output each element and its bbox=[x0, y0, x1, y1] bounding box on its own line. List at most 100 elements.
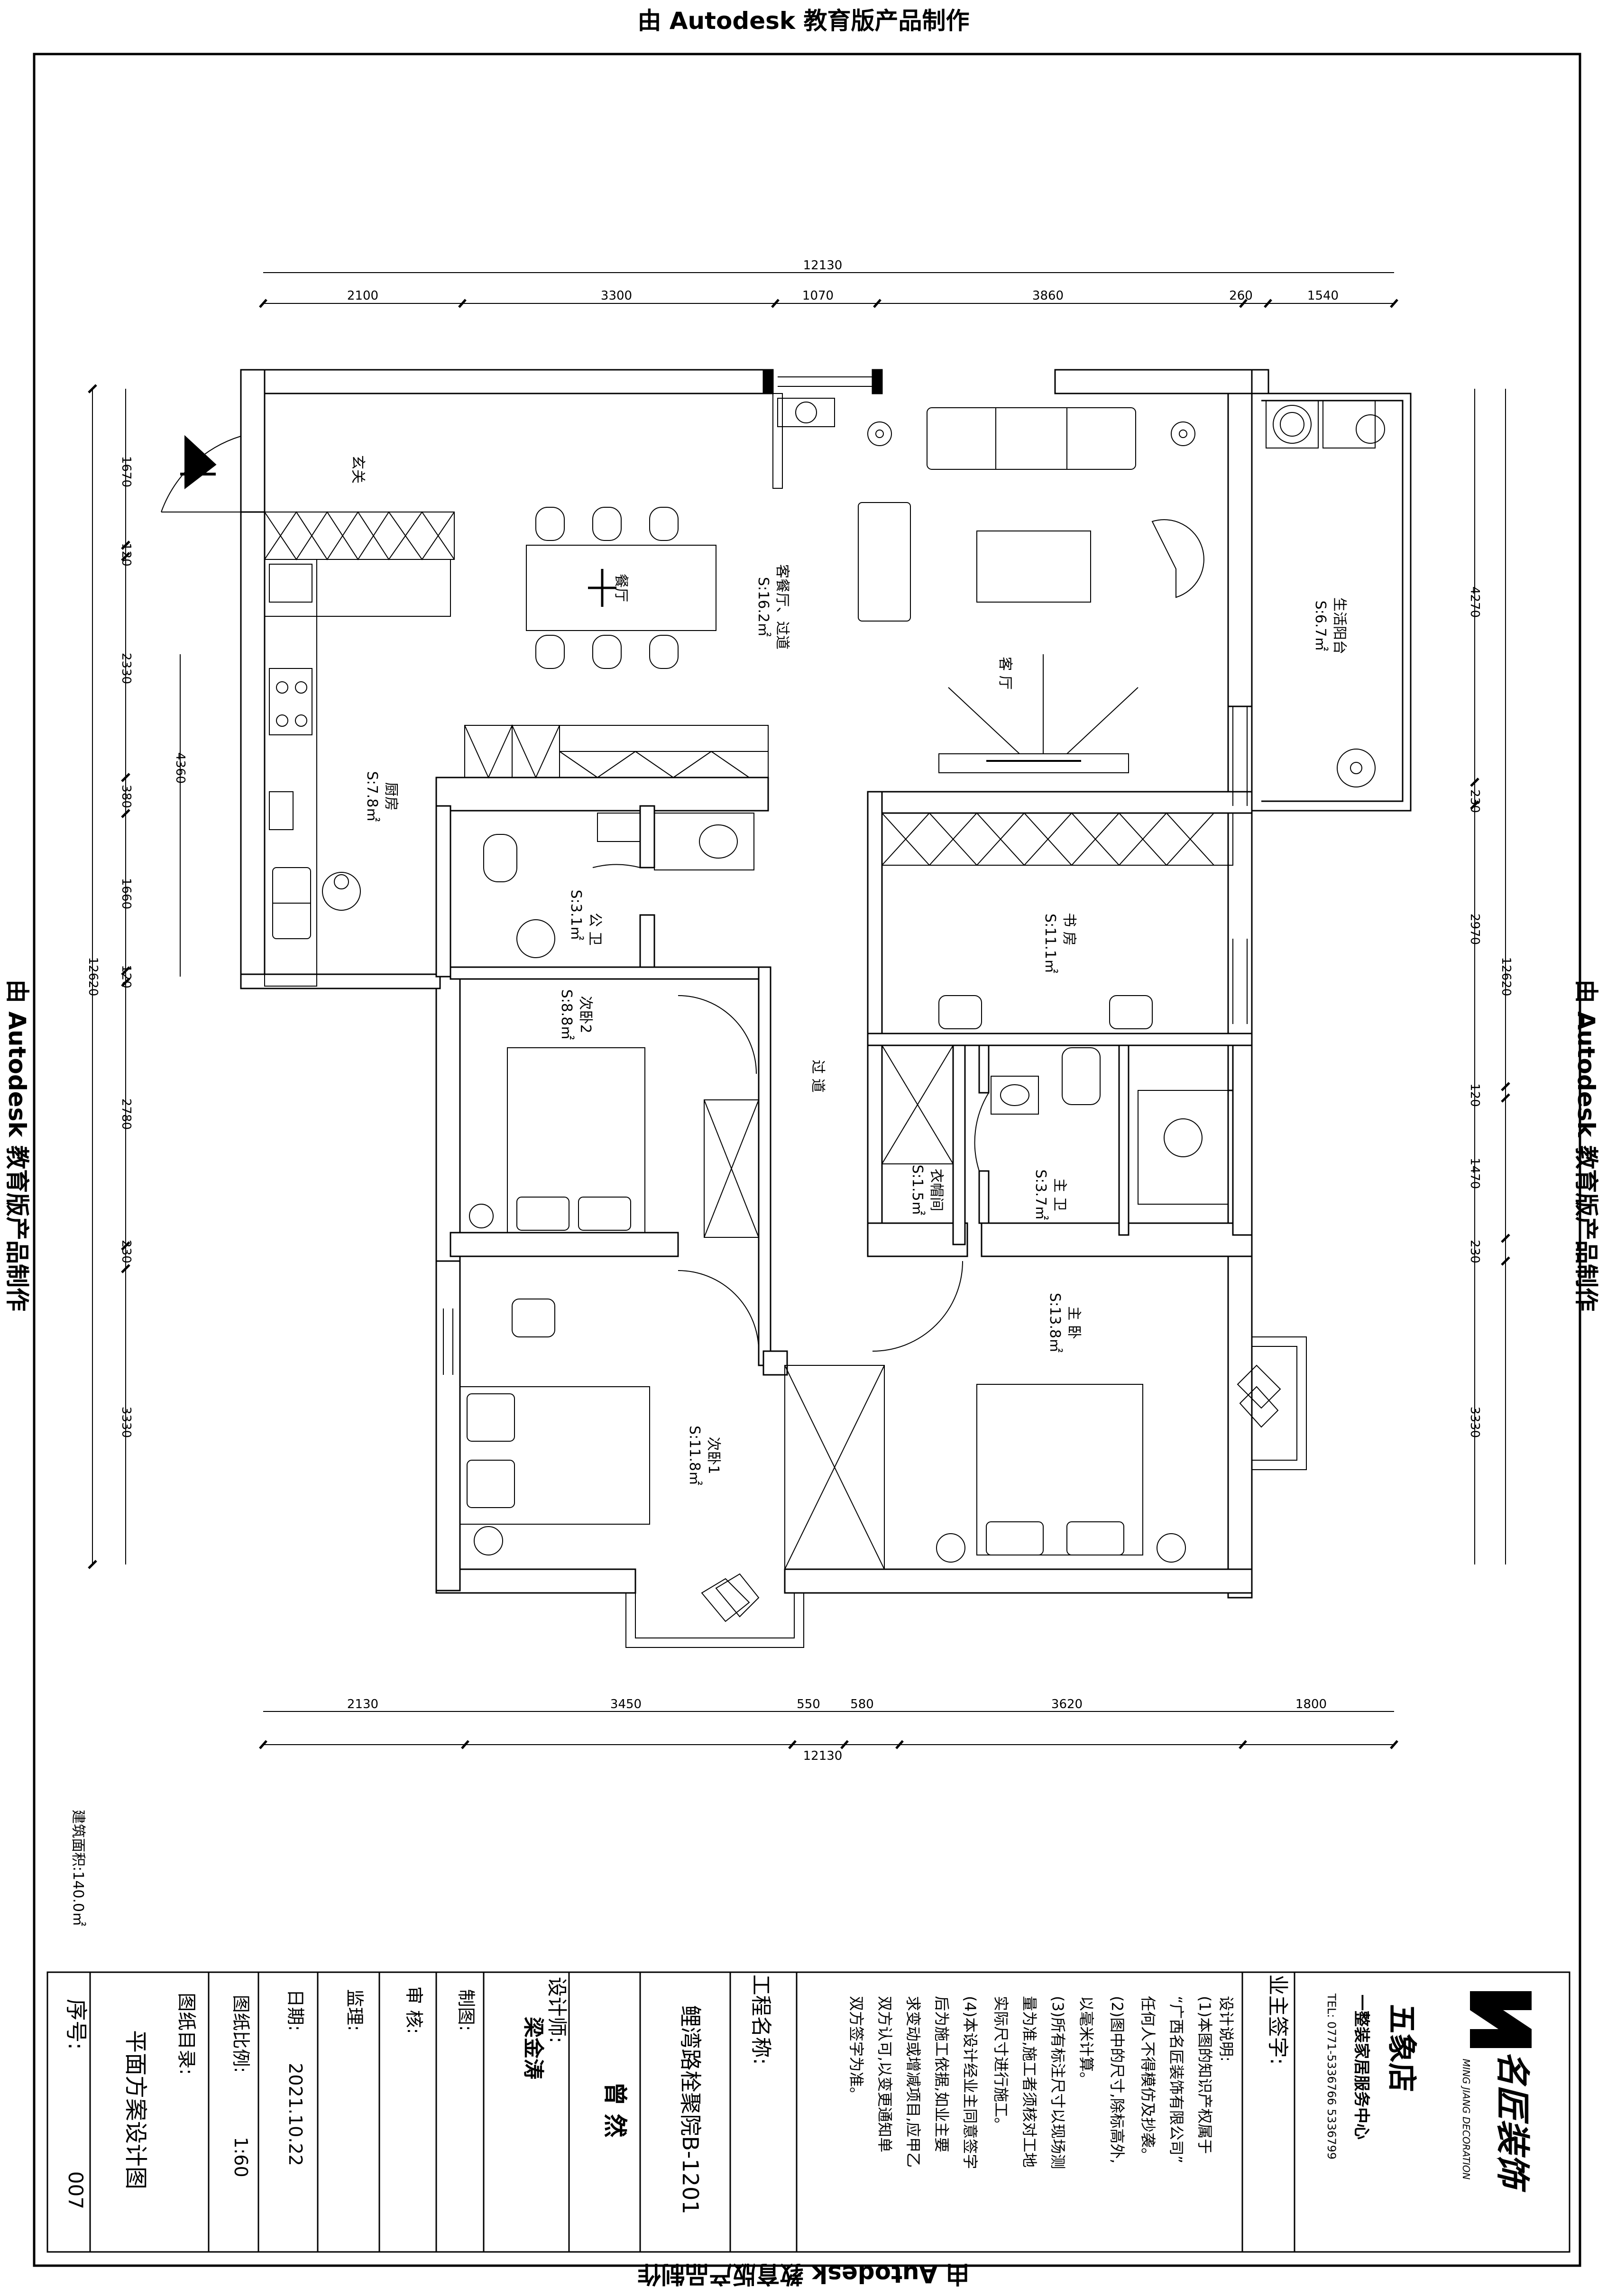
label-master-bedroom: 主 卧 bbox=[1065, 1306, 1082, 1339]
label-kitchen: 厨房 bbox=[383, 782, 399, 811]
date-value: 2021.10.22 bbox=[285, 2063, 306, 2166]
dim-right-1: 4270 bbox=[1468, 586, 1482, 618]
owner-sign-label: 业主签字: bbox=[1266, 1975, 1290, 2065]
supervisor-label: 监理: bbox=[344, 1989, 365, 2031]
logo-mark-icon bbox=[1470, 1991, 1532, 2048]
dim-bottom-total: 12130 bbox=[803, 1749, 843, 1763]
balcony-fixtures bbox=[1266, 400, 1385, 787]
note-line: (2)图中的尺寸,除标高外, bbox=[1108, 1996, 1126, 2164]
dim-right-5: 1470 bbox=[1468, 1158, 1482, 1189]
dim-right-2: 230 bbox=[1468, 789, 1482, 813]
sideboard bbox=[464, 724, 769, 779]
note-line: 实际尺寸进行施工。 bbox=[992, 1996, 1010, 2132]
reviewer-label: 审 核: bbox=[404, 1986, 424, 2034]
logo-subtext: MING JIANG DECORATION bbox=[1460, 2059, 1472, 2180]
company-tel: TEL: 0771-5336766 5336799 bbox=[1325, 1993, 1338, 2159]
living-furniture bbox=[772, 393, 1204, 773]
dim-right-3: 2970 bbox=[1468, 914, 1482, 945]
dim-left-9: 3330 bbox=[119, 1407, 133, 1438]
entrance-door bbox=[161, 435, 241, 512]
room-labels: 玄关 客餐厅、过道 S:16.2㎡ 餐厅 客 厅 生活阳台 S:6.7㎡ 厨房 … bbox=[70, 455, 1348, 1926]
dim-right-7: 3330 bbox=[1468, 1407, 1482, 1438]
kitchen-counter bbox=[264, 559, 451, 987]
company-service: 一整装家居服务中心 bbox=[1352, 1994, 1371, 2140]
dim-top-2: 3300 bbox=[601, 289, 632, 303]
dim-right-6: 230 bbox=[1468, 1240, 1482, 1263]
bay-window-bottom bbox=[625, 1593, 804, 1648]
dim-right-total: 12620 bbox=[1499, 957, 1513, 997]
logo-text: 名匠装饰 bbox=[1493, 2051, 1533, 2193]
scale-label: 图纸比例: bbox=[230, 1995, 251, 2073]
dimension-lines bbox=[92, 272, 1506, 1745]
label-balcony: 生活阳台 bbox=[1331, 597, 1348, 654]
dim-top-6: 1540 bbox=[1307, 289, 1339, 303]
dimension-texts: 12130 2100 3300 1070 3860 260 1540 2130 … bbox=[86, 258, 1513, 1763]
label-dining: 餐厅 bbox=[613, 574, 629, 602]
designer-value: 曾 然 bbox=[601, 2082, 629, 2137]
title-block-texts: 序号: 007 图纸目录: 平面方案设计图 图纸比例: 1:60 日期: 202… bbox=[64, 1975, 1533, 2214]
dimension-ticks bbox=[88, 299, 1510, 1749]
building-area: 建筑面积:140.0㎡ bbox=[70, 1810, 86, 1926]
dim-left-1: 1670 bbox=[119, 456, 133, 487]
study-furniture bbox=[882, 812, 1233, 1029]
label-kitchen-area: S:7.8㎡ bbox=[364, 771, 380, 822]
dim-left-2: 120 bbox=[119, 543, 133, 567]
label-public-wc: 公 卫 bbox=[587, 913, 603, 946]
dim-bottom-5: 3620 bbox=[1051, 1697, 1083, 1711]
entrance-arrow-icon bbox=[184, 435, 217, 490]
note-line: 双方签字为准。 bbox=[847, 1996, 865, 2102]
note-line: 量为准,施工者须核对工地 bbox=[1020, 1996, 1038, 2168]
label-master-wc-area: S:3.7㎡ bbox=[1032, 1170, 1049, 1220]
dim-left-inner: 4360 bbox=[173, 752, 187, 784]
label-entrance: 玄关 bbox=[349, 455, 366, 484]
public-wc-fixtures bbox=[483, 813, 754, 958]
closet-and-master-wc bbox=[882, 1045, 1229, 1205]
note-line: 双方认可,以变更通知单 bbox=[876, 1996, 894, 2152]
dim-top-3: 1070 bbox=[802, 289, 834, 303]
dim-left-3: 2330 bbox=[119, 653, 133, 684]
label-corridor: 过 道 bbox=[809, 1060, 826, 1093]
label-study: 书 房 bbox=[1061, 913, 1077, 946]
watermark-top: 由 Autodesk 教育版产品制作 bbox=[637, 7, 970, 35]
dim-left-total: 12620 bbox=[86, 957, 100, 997]
bedroom1-furniture bbox=[459, 1261, 963, 1622]
dining-table bbox=[526, 507, 716, 669]
dim-left-4: 380 bbox=[119, 785, 133, 808]
label-master-wc: 主 卫 bbox=[1051, 1178, 1068, 1211]
title-block bbox=[46, 1971, 1570, 2253]
label-living-dining-area: S:16.2㎡ bbox=[755, 577, 771, 637]
label-master-bedroom-area: S:13.8㎡ bbox=[1047, 1293, 1063, 1353]
bay-window-right bbox=[1252, 1336, 1307, 1470]
dim-left-8: 230 bbox=[119, 1240, 133, 1263]
note-line: 任何人不得模仿及抄袭。 bbox=[1139, 1996, 1157, 2163]
label-living: 客 厅 bbox=[997, 657, 1013, 690]
drafter-label: 制图: bbox=[456, 1989, 477, 2031]
design-notes: 设计说明: (1)本图的知识产权属于 “广西名匠装饰有限公司” 任何人不得模仿及… bbox=[847, 1996, 1235, 2169]
drawing-title: 平面方案设计图 bbox=[122, 2030, 149, 2189]
walls bbox=[240, 369, 1269, 1599]
dim-bottom-3: 550 bbox=[797, 1697, 820, 1711]
dim-bottom-1: 2130 bbox=[347, 1697, 378, 1711]
label-public-wc-area: S:3.1㎡ bbox=[568, 890, 584, 941]
serial-label: 序号: bbox=[64, 1999, 89, 2050]
dim-bottom-2: 3450 bbox=[610, 1697, 642, 1711]
note-line: (3)所有标注尺寸以现场测 bbox=[1049, 1996, 1067, 2169]
project-label: 工程名称: bbox=[749, 1975, 773, 2065]
note-line: (4)本设计经业主同意签字 bbox=[961, 1996, 979, 2169]
windows bbox=[443, 376, 1248, 1375]
dim-top-total: 12130 bbox=[803, 258, 843, 273]
date-label: 日期: bbox=[285, 1989, 306, 2031]
serial-value: 007 bbox=[64, 2171, 87, 2209]
label-living-dining: 客餐厅、过道 bbox=[774, 564, 790, 649]
drawing-list-label: 图纸目录: bbox=[175, 1993, 197, 2075]
dim-left-5: 1660 bbox=[119, 878, 133, 909]
designer-label: 设计师: bbox=[545, 1977, 569, 2043]
label-closet: 衣帽间 bbox=[928, 1169, 945, 1211]
note-line: “广西名匠装饰有限公司” bbox=[1167, 1996, 1185, 2163]
note-line: 后为施工依据,如业主要 bbox=[933, 1996, 951, 2152]
company-store: 五象店 bbox=[1385, 2004, 1419, 2092]
label-bedroom1-area: S:11.8㎡ bbox=[686, 1426, 703, 1485]
note-line: 以毫米计算。 bbox=[1077, 1996, 1095, 2087]
label-bedroom2: 次卧2 bbox=[577, 996, 594, 1033]
